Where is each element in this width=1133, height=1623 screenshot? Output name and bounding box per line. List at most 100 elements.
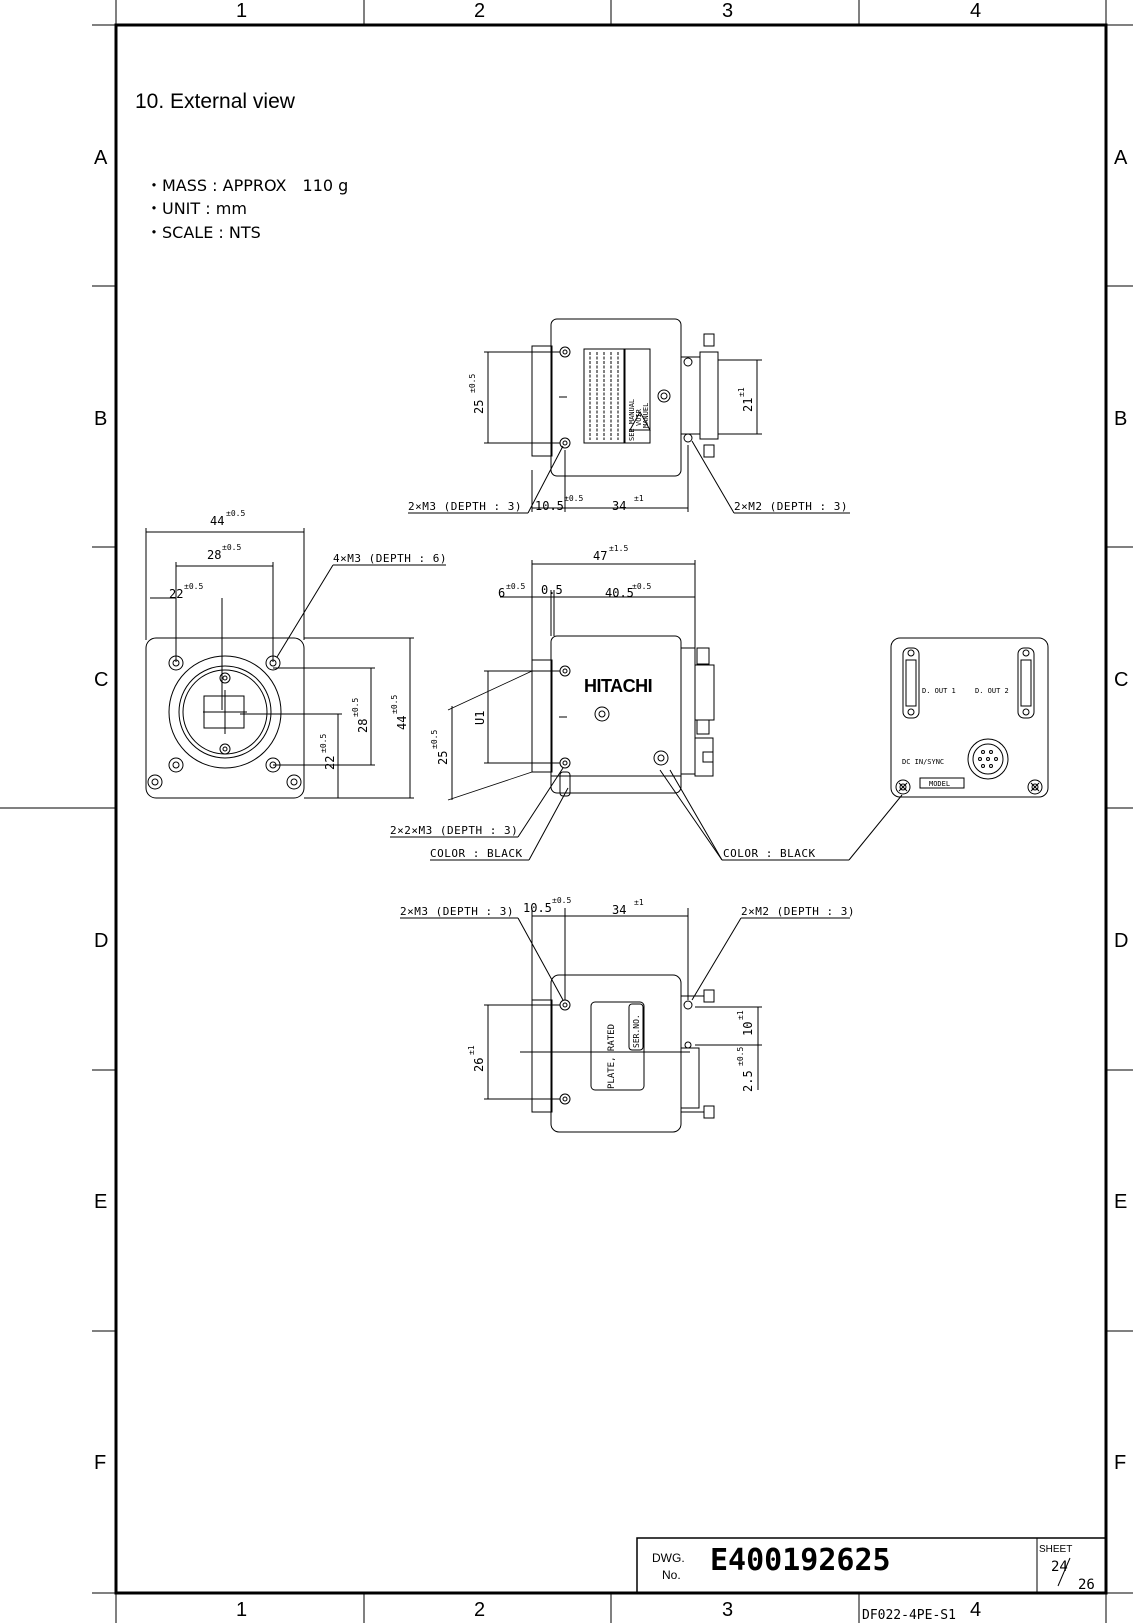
callout-2xm2: 2×M2 (DEPTH : 3)	[734, 500, 848, 513]
dim-2-5: 2.5	[741, 1070, 755, 1092]
dim-44-h: 44	[395, 716, 409, 730]
col-label: 2	[474, 1599, 485, 1621]
label-see-manual: SEE MANUAL	[628, 399, 636, 441]
row-label: C	[94, 669, 108, 691]
row-label: B	[94, 408, 107, 430]
dim-40-5: 40.5	[605, 586, 634, 600]
dim-10-right: 10	[741, 1022, 755, 1036]
dim-44-w-tol: ±0.5	[226, 509, 245, 518]
bottom-view-labels: 2×M3 (DEPTH : 3) 2×M2 (DEPTH : 3) 10.5 ±…	[400, 896, 855, 1092]
dim-25: 25	[472, 400, 486, 414]
sheet-label: SHEET	[1039, 1544, 1072, 1555]
row-label: D	[1114, 930, 1128, 952]
title-block	[636, 1537, 1107, 1623]
dim-28-h: 28	[356, 719, 370, 733]
row-label: D	[94, 930, 108, 952]
label-dc-in-sync: DC IN/SYNC	[902, 758, 944, 766]
label-d-out-1: D. OUT 1	[922, 687, 956, 695]
dim-47: 47	[593, 549, 607, 563]
dim-26-tol: ±1	[467, 1045, 476, 1055]
dim-u1: U1	[473, 711, 487, 725]
no-label: No.	[662, 1568, 681, 1582]
dim-22-h-tol: ±0.5	[319, 734, 328, 753]
dim-21: 21	[741, 398, 755, 412]
page-title: 10. External view	[135, 90, 296, 113]
label-manuel: MANUEL	[642, 403, 650, 428]
front-view-labels: 44 ±0.5 28 ±0.5 22 ±0.5 44 ±0.5 28 ±0.5 …	[169, 509, 447, 770]
dim-bottom-10-5-tol: ±0.5	[552, 896, 571, 905]
dim-26: 26	[472, 1058, 486, 1072]
row-label: A	[1114, 147, 1128, 169]
dim-2-5-tol: ±0.5	[736, 1047, 745, 1066]
dim-34: 34	[612, 499, 626, 513]
dim-bottom-34-tol: ±1	[634, 898, 644, 907]
dim-bottom-34: 34	[612, 903, 626, 917]
sheet-total: 26	[1078, 1577, 1095, 1593]
col-label: 1	[236, 0, 247, 22]
row-label: E	[94, 1191, 107, 1213]
dim-25-side: 25	[436, 751, 450, 765]
sheet-number: 24	[1051, 1559, 1068, 1575]
dim-40-5-tol: ±0.5	[632, 582, 651, 591]
title-block-text: DWG. No. E400192625 SHEET 24 26 DF022-4P…	[652, 1543, 1095, 1623]
dim-25-side-tol: ±0.5	[430, 730, 439, 749]
label-voir: VOIR	[635, 408, 643, 426]
col-label: 4	[970, 0, 981, 22]
row-label: C	[1114, 669, 1128, 691]
dim-10-5-tol: ±0.5	[564, 494, 583, 503]
side-view-labels: 47 ±1.5 6 ±0.5 0.5 40.5 ±0.5 25 ±0.5 U1 …	[390, 544, 816, 860]
row-label: F	[1114, 1452, 1126, 1474]
dwg-label: DWG.	[652, 1551, 685, 1565]
brand-logo: HITACHI	[584, 676, 652, 696]
rear-view	[890, 637, 1049, 798]
bottom-view	[400, 908, 850, 1133]
note-mass: ・MASS : APPROX 110 g	[146, 176, 348, 195]
col-label: 2	[474, 0, 485, 22]
drawing-number: E400192625	[710, 1543, 891, 1578]
dim-10-5: 10.5	[535, 499, 564, 513]
color-note-left: COLOR : BLACK	[430, 847, 523, 860]
row-label: B	[1114, 408, 1127, 430]
dim-6: 6	[498, 586, 505, 600]
label-model: MODEL	[929, 780, 950, 788]
dim-10-right-tol: ±1	[736, 1010, 745, 1020]
col-label: 1	[236, 1599, 247, 1621]
rear-view-labels: D. OUT 1 D. OUT 2 DC IN/SYNC MODEL	[902, 687, 1009, 788]
dim-bottom-10-5: 10.5	[523, 901, 552, 915]
callout-2x2xm3: 2×2×M3 (DEPTH : 3)	[390, 824, 518, 837]
form-code: DF022-4PE-S1	[862, 1608, 956, 1623]
row-label: A	[94, 147, 108, 169]
front-view	[145, 528, 446, 799]
column-labels: 1 2 3 4 1 2 3 4	[236, 0, 981, 1621]
label-plate-rated: PLATE, RATED	[607, 1024, 617, 1089]
dim-44-w: 44	[210, 514, 224, 528]
note-scale: ・SCALE : NTS	[146, 223, 261, 242]
dim-22-w-tol: ±0.5	[184, 582, 203, 591]
callout-2xm3: 2×M3 (DEPTH : 3)	[408, 500, 522, 513]
col-label: 3	[722, 1599, 733, 1621]
callout-bottom-2xm3: 2×M3 (DEPTH : 3)	[400, 905, 514, 918]
row-label: F	[94, 1452, 106, 1474]
dim-28-w-tol: ±0.5	[222, 543, 241, 552]
dim-47-tol: ±1.5	[609, 544, 628, 553]
top-view-labels: 25 ±0.5 21 ±1 10.5 ±0.5 34 ±1 2×M3 (DEPT…	[408, 374, 848, 513]
dim-22-h: 22	[323, 756, 337, 770]
dim-25-tol: ±0.5	[468, 374, 477, 393]
col-label: 4	[970, 1599, 981, 1621]
callout-bottom-2xm2: 2×M2 (DEPTH : 3)	[741, 905, 855, 918]
callout-4xm3: 4×M3 (DEPTH : 6)	[333, 552, 447, 565]
label-d-out-2: D. OUT 2	[975, 687, 1009, 695]
top-view	[408, 318, 850, 514]
row-label: E	[1114, 1191, 1127, 1213]
side-view	[390, 560, 903, 861]
dim-22-w: 22	[169, 587, 183, 601]
dim-28-w: 28	[207, 548, 221, 562]
label-ser-no: SER.NO.	[632, 1014, 641, 1048]
dim-28-h-tol: ±0.5	[351, 698, 360, 717]
color-note-right: COLOR : BLACK	[723, 847, 816, 860]
col-label: 3	[722, 0, 733, 22]
dim-0-5: 0.5	[541, 583, 563, 597]
dim-44-h-tol: ±0.5	[390, 695, 399, 714]
